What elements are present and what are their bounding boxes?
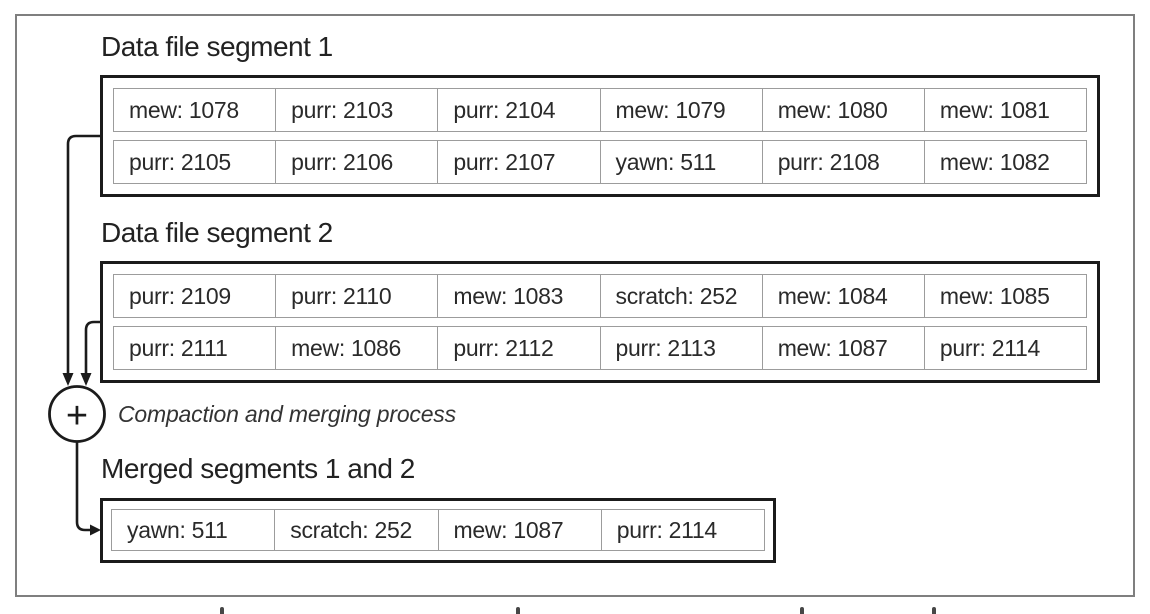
record-cell: purr: 2112 bbox=[437, 326, 601, 370]
segment1-row-2: purr: 2105 purr: 2106 purr: 2107 yawn: 5… bbox=[113, 140, 1088, 184]
record-cell: mew: 1087 bbox=[437, 509, 602, 551]
record-cell: mew: 1086 bbox=[275, 326, 439, 370]
record-cell: purr: 2114 bbox=[923, 326, 1088, 370]
record-cell: mew: 1080 bbox=[761, 88, 925, 132]
segment2-box: purr: 2109 purr: 2110 mew: 1083 scratch:… bbox=[100, 261, 1100, 383]
segment2-row-2: purr: 2111 mew: 1086 purr: 2112 purr: 21… bbox=[113, 326, 1088, 370]
segment2-row-1: purr: 2109 purr: 2110 mew: 1083 scratch:… bbox=[113, 274, 1088, 318]
record-cell: scratch: 252 bbox=[599, 274, 763, 318]
record-cell: purr: 2107 bbox=[437, 140, 601, 184]
record-cell: purr: 2106 bbox=[275, 140, 439, 184]
segment1-row-1: mew: 1078 purr: 2103 purr: 2104 mew: 107… bbox=[113, 88, 1088, 132]
cropped-text-mark bbox=[220, 607, 224, 614]
cropped-text-mark bbox=[932, 607, 936, 614]
segment2-title: Data file segment 2 bbox=[101, 217, 333, 248]
cropped-text-mark bbox=[800, 607, 804, 614]
record-cell: mew: 1087 bbox=[761, 326, 925, 370]
segment1-box: mew: 1078 purr: 2103 purr: 2104 mew: 107… bbox=[100, 75, 1100, 197]
merged-row: yawn: 511 scratch: 252 mew: 1087 purr: 2… bbox=[111, 509, 765, 551]
record-cell: purr: 2114 bbox=[600, 509, 765, 551]
record-cell: purr: 2109 bbox=[113, 274, 277, 318]
record-cell: purr: 2105 bbox=[113, 140, 277, 184]
record-cell: scratch: 252 bbox=[274, 509, 439, 551]
record-cell: yawn: 511 bbox=[599, 140, 763, 184]
record-cell: mew: 1081 bbox=[923, 88, 1088, 132]
cropped-text-mark bbox=[516, 607, 520, 614]
record-cell: purr: 2113 bbox=[599, 326, 763, 370]
record-cell: purr: 2104 bbox=[437, 88, 601, 132]
record-cell: mew: 1085 bbox=[923, 274, 1088, 318]
record-cell: mew: 1084 bbox=[761, 274, 925, 318]
record-cell: yawn: 511 bbox=[111, 509, 276, 551]
record-cell: purr: 2110 bbox=[275, 274, 439, 318]
record-cell: purr: 2111 bbox=[113, 326, 277, 370]
merged-box: yawn: 511 scratch: 252 mew: 1087 purr: 2… bbox=[100, 498, 776, 563]
record-cell: purr: 2108 bbox=[761, 140, 925, 184]
record-cell: purr: 2103 bbox=[275, 88, 439, 132]
merge-process-label: Compaction and merging process bbox=[118, 401, 456, 427]
segment1-title: Data file segment 1 bbox=[101, 31, 333, 62]
record-cell: mew: 1083 bbox=[437, 274, 601, 318]
record-cell: mew: 1082 bbox=[923, 140, 1088, 184]
merged-title: Merged segments 1 and 2 bbox=[101, 453, 415, 484]
record-cell: mew: 1079 bbox=[599, 88, 763, 132]
record-cell: mew: 1078 bbox=[113, 88, 277, 132]
